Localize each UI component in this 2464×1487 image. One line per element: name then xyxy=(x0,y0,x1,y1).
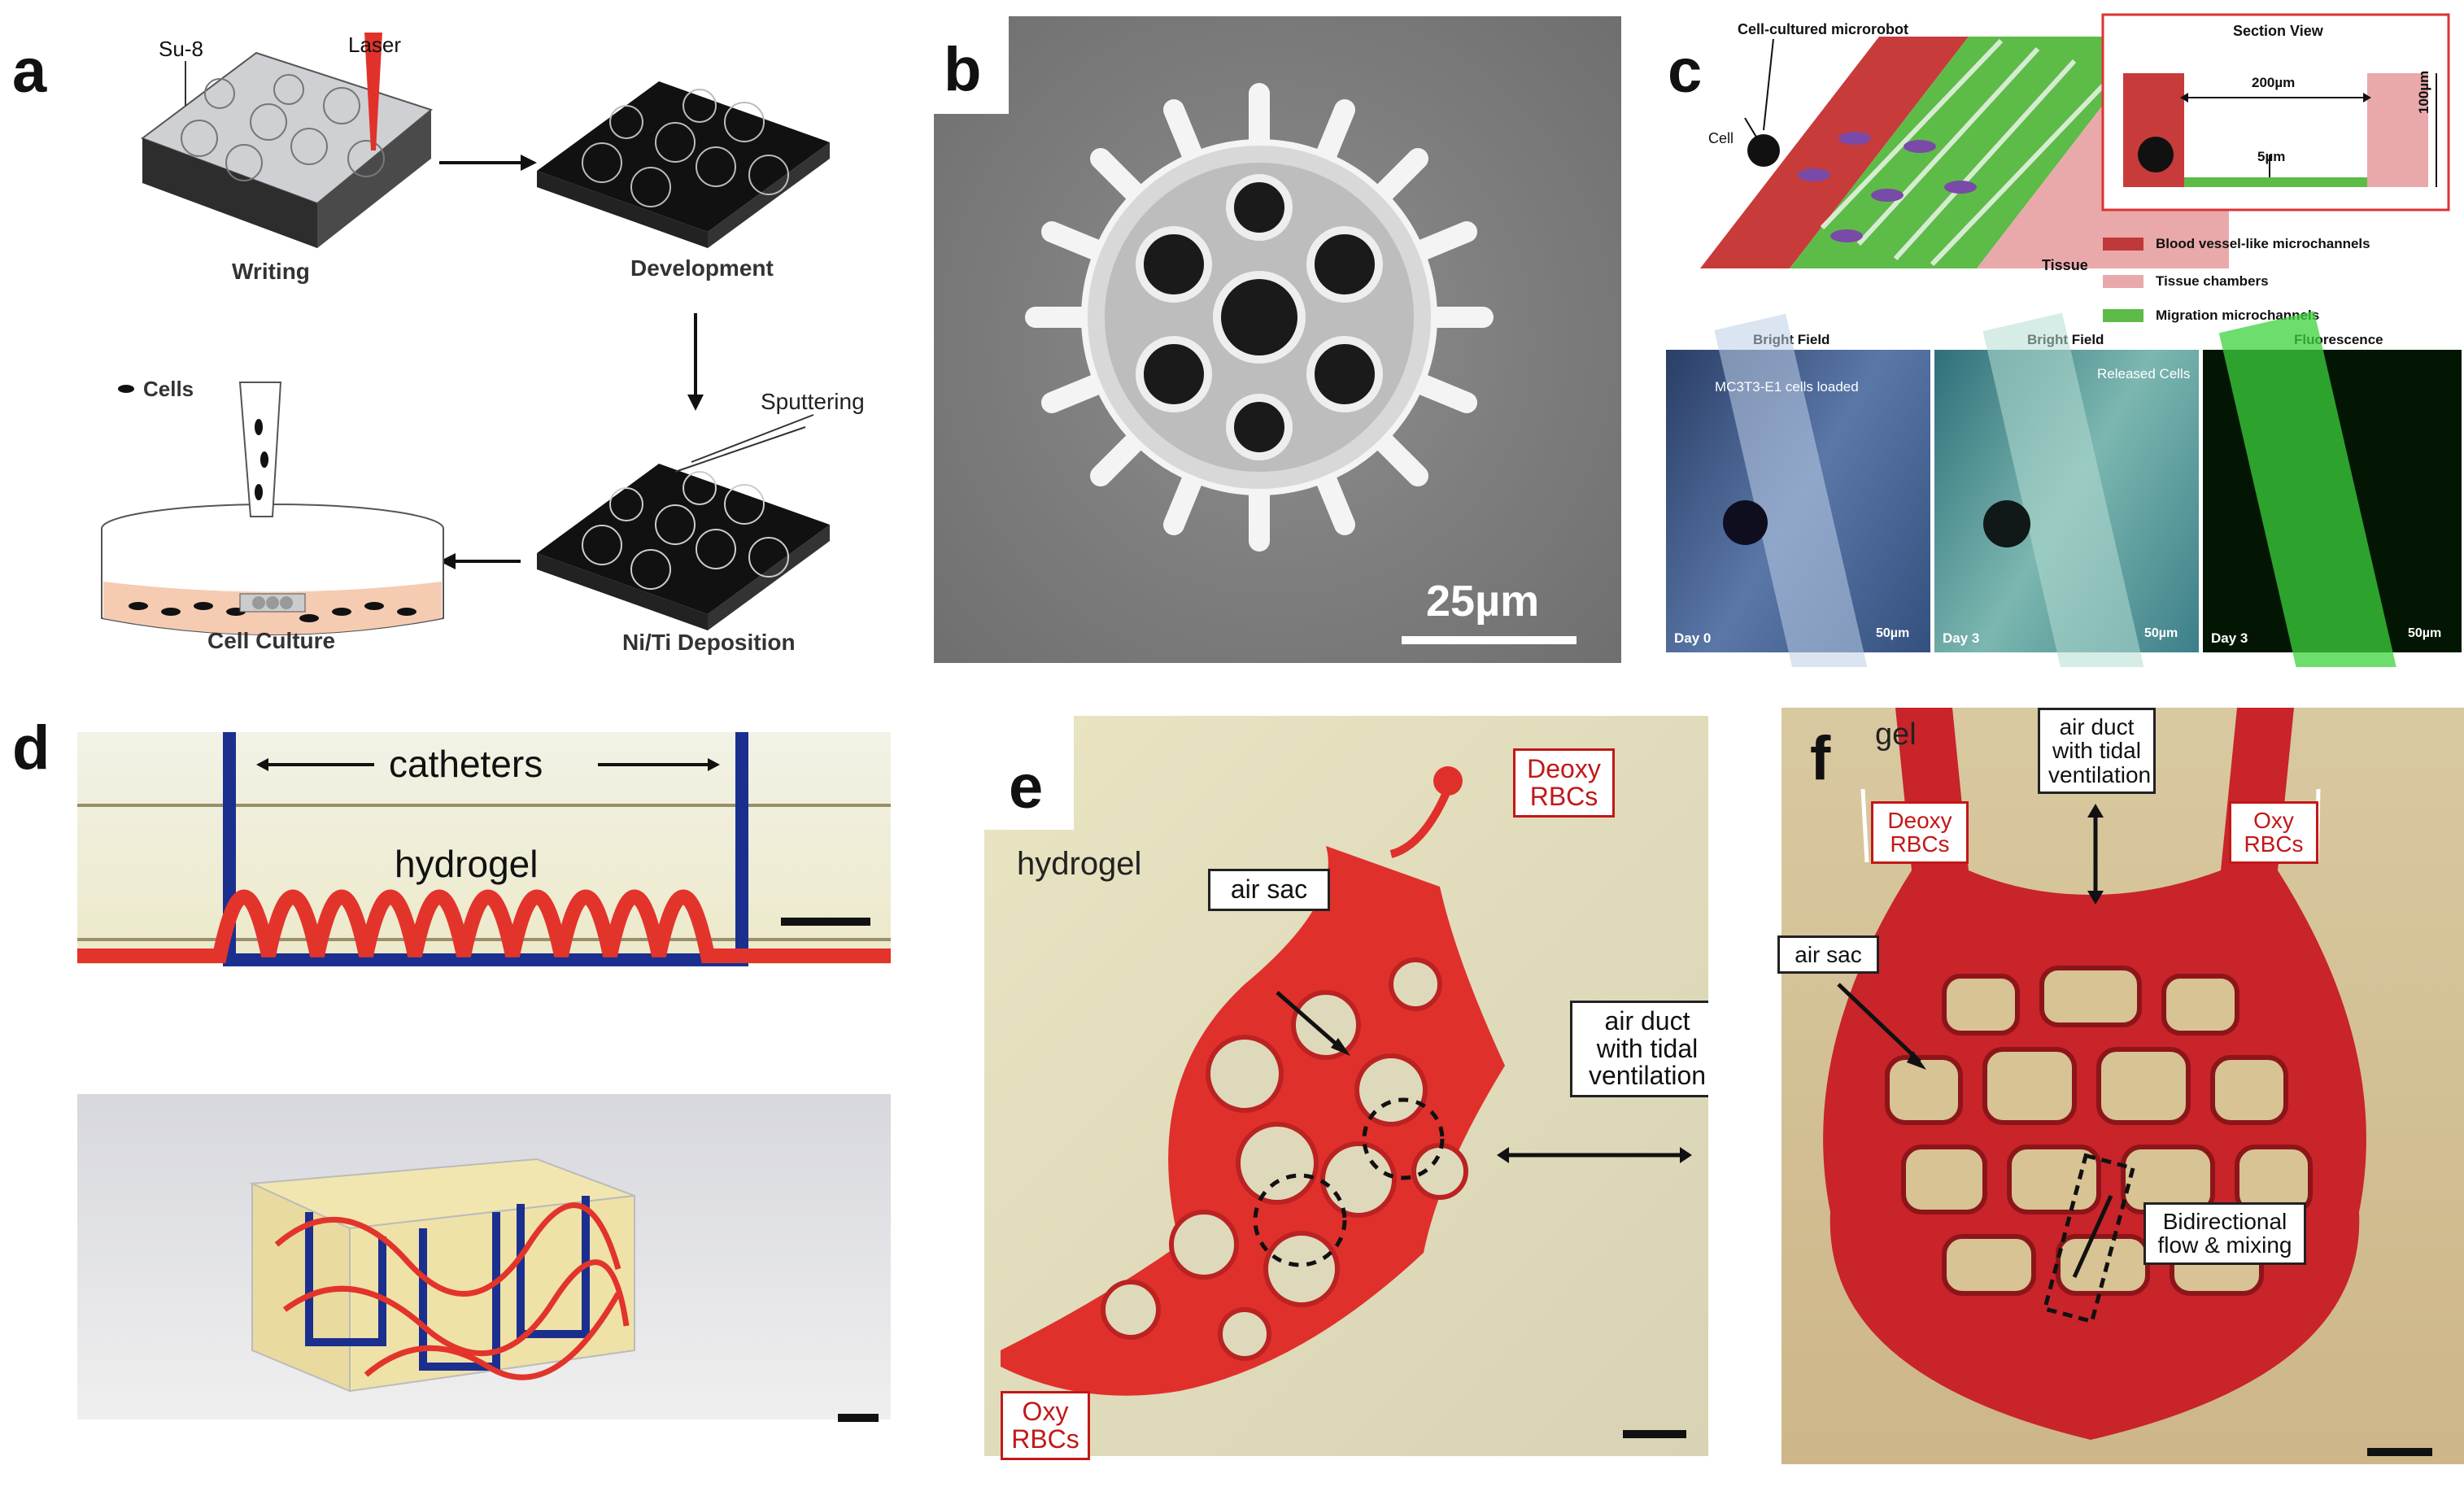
dim-5-label: 5µm xyxy=(2257,149,2286,164)
panel-label-b: b xyxy=(944,35,982,104)
panel-e-drawing xyxy=(1001,766,1692,1438)
dim-100-label: 100µm xyxy=(2416,70,2431,114)
oxy-label-e: Oxy RBCs xyxy=(1001,1391,1090,1461)
panel-d-drawing xyxy=(77,732,891,1422)
hydrogel-label-d: hydrogel xyxy=(395,843,539,885)
panel-b: b 25µm xyxy=(934,16,1621,663)
panel-f-drawing xyxy=(1823,708,2432,1456)
panel-f: f gel air duct with tidal ventilation De… xyxy=(1733,708,2464,1487)
sputtering-label: Sputtering xyxy=(761,389,865,414)
air-sac-label-f: air sac xyxy=(1777,935,1879,975)
catheters-label: catheters xyxy=(389,743,543,785)
panel-c: c Cell-cultured microrobot Cell Tissue S… xyxy=(1659,0,2464,667)
micrograph-day-2: Day 3 xyxy=(2211,630,2248,646)
development-label: Development xyxy=(630,255,774,281)
micrograph-scale-0: 50µm xyxy=(1876,626,1910,640)
air-duct-label-e: air duct with tidal ventilation xyxy=(1570,1001,1708,1097)
cell-label: Cell xyxy=(1708,130,1734,146)
label-cutout-e xyxy=(935,716,1074,830)
micrograph-day3-bf: Released Cells Day 3 50µm xyxy=(1934,312,2199,667)
hydrogel-photo-top xyxy=(77,732,891,964)
writing-label: Writing xyxy=(232,259,310,284)
cells-label: Cells xyxy=(143,377,194,401)
micrograph-scale-1: 50µm xyxy=(2144,626,2178,640)
scale-bar-b xyxy=(1402,636,1577,644)
micrograph-annotation-0: MC3T3-E1 cells loaded xyxy=(1715,379,1859,395)
panel-label-e: e xyxy=(1009,752,1044,822)
deoxy-label-e: Deoxy RBCs xyxy=(1513,748,1615,818)
panel-label-d: d xyxy=(12,713,50,783)
deposition-label: Ni/Ti Deposition xyxy=(622,630,796,655)
microrobot-dot-1 xyxy=(1983,500,2030,547)
section-view-title: Section View xyxy=(2233,23,2323,39)
panel-label-a: a xyxy=(12,37,47,106)
legend-label-tissue: Tissue chambers xyxy=(2156,273,2269,289)
microrobot-label: Cell-cultured microrobot xyxy=(1738,21,1909,37)
micrograph-day0: MC3T3-E1 cells loaded Day 0 50µm xyxy=(1666,313,1930,667)
micrograph-annotation-1: Released Cells xyxy=(2097,366,2191,382)
oxy-label-f: Oxy RBCs xyxy=(2229,801,2318,864)
fluor-stripe xyxy=(2218,311,2399,667)
panel-d: d catheters hydrogel xyxy=(0,708,895,1487)
label-cutout-b xyxy=(934,16,1009,114)
micrograph-day3-fluor: Day 3 50µm xyxy=(2203,311,2462,667)
micrograph-day-1: Day 3 xyxy=(1943,630,1980,646)
laser-label: Laser xyxy=(348,33,402,57)
legend-label-vessel: Blood vessel-like microchannels xyxy=(2156,236,2370,251)
hydrogel-label-e: hydrogel xyxy=(1017,846,1142,882)
panel-label-f: f xyxy=(1810,724,1831,793)
microrobot-dot-0 xyxy=(1723,500,1768,545)
micrograph-day-0: Day 0 xyxy=(1674,630,1712,646)
hydrogel-fragment-f: gel xyxy=(1875,717,1917,752)
microrobot-sem-drawing xyxy=(1025,83,1494,552)
bidirectional-label-f: Bidirectional flow & mixing xyxy=(2143,1202,2306,1265)
dim-200-label: 200µm xyxy=(2252,75,2296,90)
deoxy-label-f: Deoxy RBCs xyxy=(1871,801,1969,864)
air-sac-label-e: air sac xyxy=(1208,869,1330,911)
scale-label-b: 25µm xyxy=(1426,577,1540,626)
panel-e: e hydrogel Deoxy RBCs air sac air duct w… xyxy=(935,716,1708,1487)
panel-a: a Su-8 Laser Writing Development Sputter… xyxy=(0,0,895,675)
panel-c-schematic xyxy=(1700,13,2450,322)
air-duct-label-f: air duct with tidal ventilation xyxy=(2038,708,2156,795)
panel-label-c: c xyxy=(1668,37,1703,106)
cell-culture-label: Cell Culture xyxy=(207,628,336,653)
su8-label: Su-8 xyxy=(159,37,203,61)
tissue-label: Tissue xyxy=(2042,257,2088,273)
panel-a-schematic xyxy=(101,33,830,635)
channel-stripe-0 xyxy=(1714,313,1870,667)
micrograph-scale-2: 50µm xyxy=(2408,626,2442,640)
